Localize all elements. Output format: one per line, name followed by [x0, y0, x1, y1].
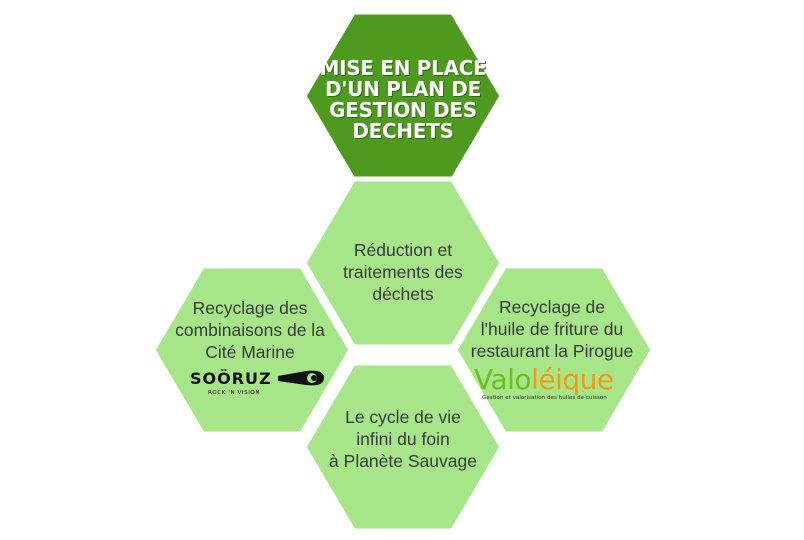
huile-hexagon	[452, 263, 656, 437]
diagram-title: MISE EN PLACE D'UN PLAN DE GESTION DES D…	[319, 56, 487, 143]
valoleique-logo-wordmark: Valoléique	[474, 363, 614, 396]
valoleique-logo: Valoléique Gestion et valorisation des h…	[472, 362, 630, 402]
wave-swoosh-icon	[278, 370, 324, 386]
sooruz-logo: SOÖRUZ ROCK 'N VISION	[190, 367, 330, 397]
sooruz-logo-tagline: ROCK 'N VISION	[208, 390, 260, 396]
item-foin-label: Le cycle de vie infini du foin à Planète…	[329, 407, 477, 471]
valoleique-logo-tagline: Gestion et valorisation des huiles de cu…	[482, 395, 607, 401]
item-combinaisons-label: Recyclage des combinaisons de la Cité Ma…	[175, 298, 325, 362]
item-huile-label: Recyclage de l'huile de friture du resta…	[470, 297, 634, 361]
item-reduction-label: Réduction et traitements des déchets	[343, 240, 463, 304]
sooruz-logo-wordmark: SOÖRUZ	[190, 369, 272, 388]
foin-hexagon	[301, 360, 505, 534]
reduction-hexagon	[301, 176, 505, 350]
combinaisons-hexagon	[150, 263, 354, 437]
